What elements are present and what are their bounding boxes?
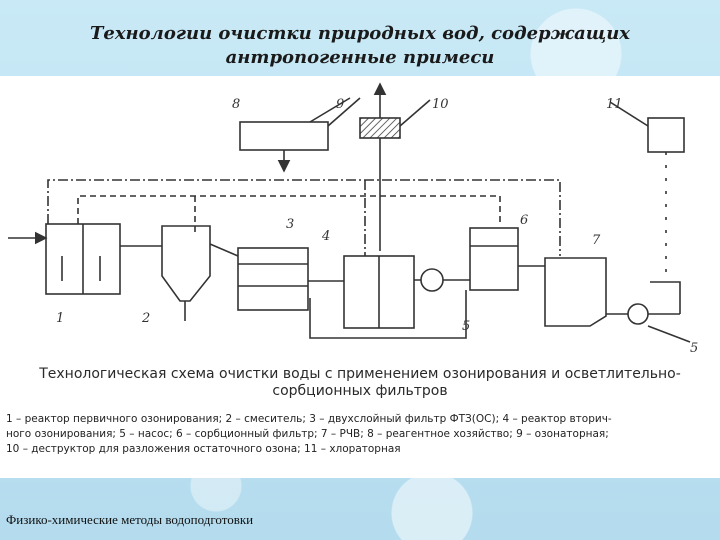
filter-3 [237, 247, 309, 311]
reagent-unit-8 [239, 121, 329, 151]
diagram-caption: Технологическая схема очистки воды с при… [0, 366, 720, 400]
pump-5-outlet [627, 303, 649, 325]
diagram-legend: 1 – реактор первичного озонирования; 2 –… [6, 412, 714, 457]
chlorinator-11 [647, 117, 685, 153]
label-7: 7 [592, 233, 601, 248]
destructor-10 [359, 117, 401, 139]
label-5b: 5 [690, 341, 698, 356]
label-4: 4 [321, 229, 330, 244]
label-11: 11 [606, 97, 623, 112]
label-10: 10 [432, 97, 449, 112]
clean-water-tank-7 [544, 257, 607, 327]
pump-5 [420, 268, 444, 292]
label-8: 8 [232, 97, 240, 112]
legend-line2: ного озонирования; 5 – насос; 6 – сорбци… [6, 428, 609, 440]
sorption-filter-6 [469, 227, 519, 291]
legend-line1: 1 – реактор первичного озонирования; 2 –… [6, 413, 612, 425]
caption-line1: Технологическая схема очистки воды с при… [39, 366, 681, 382]
diagram-panel: 8 9 10 11 1 2 3 4 5 6 7 5 Технологическа… [0, 76, 720, 478]
label-5a: 5 [462, 319, 470, 334]
slide-footer: Физико-химические методы водоподготовки [6, 512, 254, 527]
reagent-line [77, 195, 501, 226]
slide-title-line1: Технологии очистки природных вод, содерж… [89, 23, 631, 44]
label-9: 9 [336, 97, 344, 112]
label-6: 6 [520, 213, 528, 228]
slide-title: Технологии очистки природных вод, содерж… [60, 22, 660, 70]
mixer-2 [161, 225, 211, 302]
label-3: 3 [286, 217, 294, 232]
label-1: 1 [56, 311, 64, 326]
label-2: 2 [141, 311, 150, 326]
slide-title-line2: антропогенные примеси [225, 47, 495, 68]
ozone-line [47, 179, 561, 256]
caption-line2: сорбционных фильтров [272, 383, 448, 399]
legend-line3: 10 – деструктор для разложения остаточно… [6, 443, 401, 455]
treatment-scheme-diagram: 8 9 10 11 1 2 3 4 5 6 7 5 [8, 82, 698, 356]
